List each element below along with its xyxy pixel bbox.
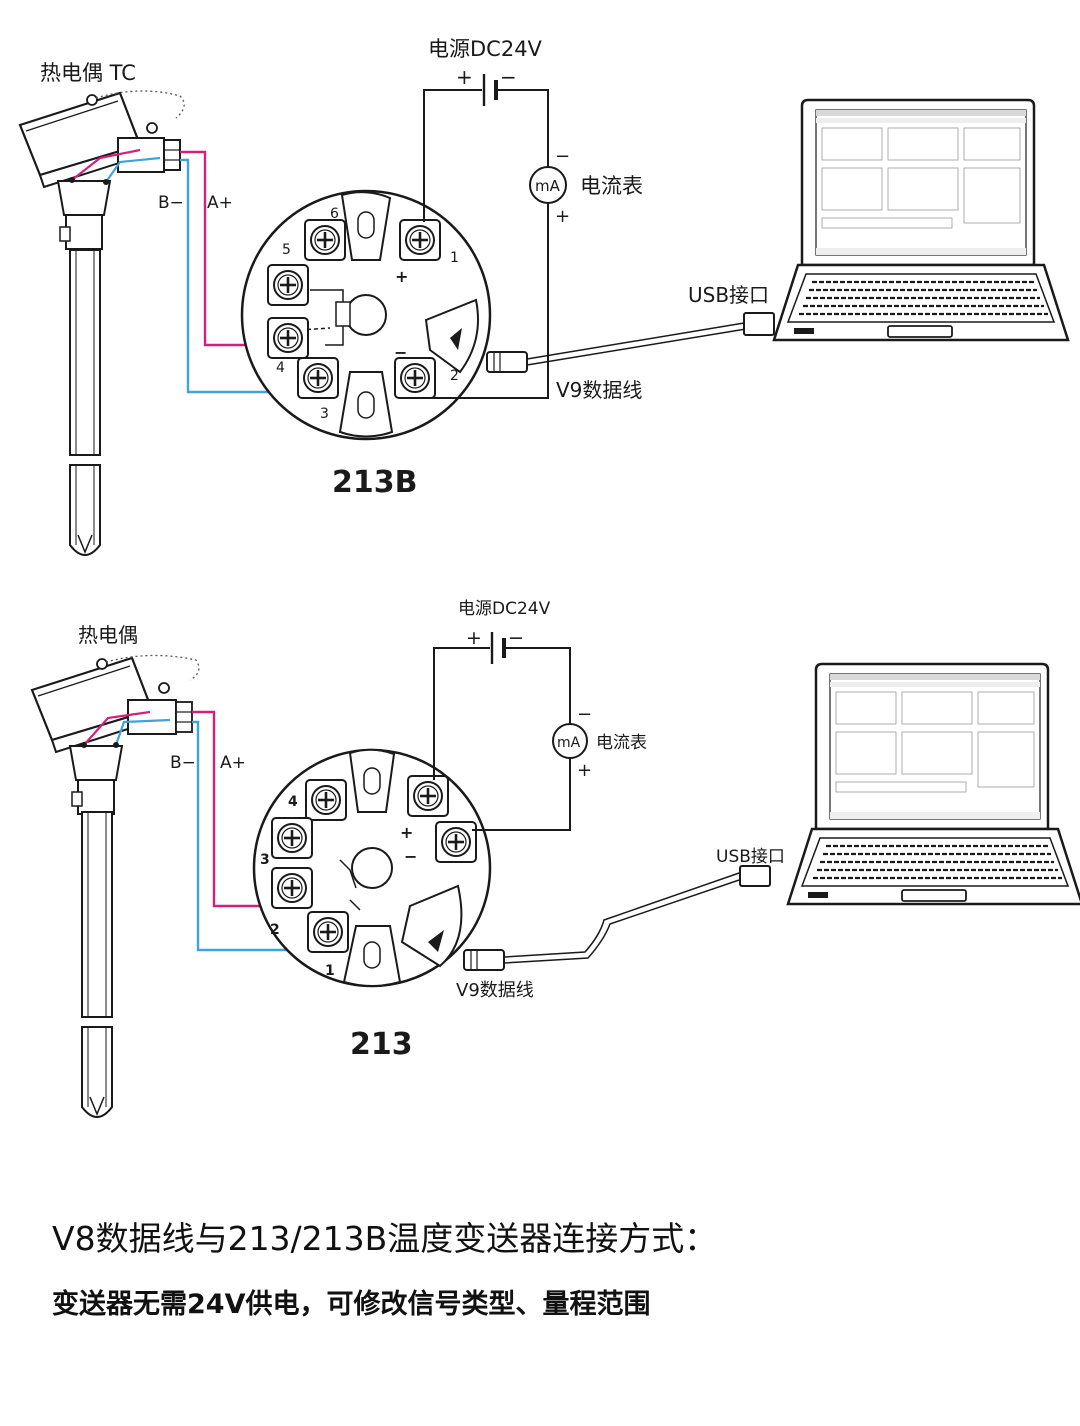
wire-a-plus <box>180 150 270 347</box>
laptop-icon <box>772 98 1070 342</box>
terminal-label-4: 4 <box>288 794 298 810</box>
thermocouple-icon <box>18 90 185 556</box>
battery-icon <box>490 632 506 664</box>
ammeter-icon: mA <box>552 723 588 759</box>
top-power-minus: − <box>500 65 517 89</box>
top-meter-label: 电流表 <box>580 174 643 198</box>
terminal-label-3: 3 <box>320 406 329 422</box>
terminal-plus-sign: + <box>400 823 413 842</box>
bottom-meter-minus: − <box>577 704 592 725</box>
bottom-meter-plus: + <box>577 760 592 781</box>
bottom-wire-a-plus <box>192 710 282 908</box>
top-wire-pos-label: A+ <box>207 193 233 213</box>
usb-plug-icon <box>463 949 505 971</box>
bottom-usb-label: USB接口 <box>716 847 785 867</box>
bottom-sensor-label: 热电偶 <box>78 623 138 647</box>
bottom-power-minus: − <box>508 627 524 649</box>
top-sensor-label: 热电偶 TC <box>40 61 136 85</box>
wire-b-minus <box>180 158 305 394</box>
bottom-wire-pos-label: A+ <box>220 753 246 773</box>
bottom-meter-symbol: mA <box>557 735 581 751</box>
ammeter-icon: mA <box>529 166 567 204</box>
terminal-minus-sign: − <box>394 343 407 362</box>
top-usb-label: USB接口 <box>688 283 769 307</box>
top-meter-plus: + <box>555 206 570 227</box>
terminal-label-2: 2 <box>450 368 459 384</box>
terminal-label-2: 2 <box>270 922 280 938</box>
thermocouple-icon <box>30 654 200 1118</box>
caption-subtitle: 变送器无需24V供电，可修改信号类型、量程范围 <box>52 1289 651 1320</box>
top-diagram: 热电偶 TC B− <box>18 37 1070 556</box>
transmitter-icon: 1 2 3 4 + − <box>252 748 492 988</box>
top-cable-label: V9数据线 <box>556 378 642 402</box>
top-meter-symbol: mA <box>535 177 561 195</box>
bottom-diagram: 热电偶 B− A+ <box>30 599 1080 1118</box>
top-power-label: 电源DC24V <box>428 37 543 61</box>
bottom-wire-b-minus <box>192 720 318 952</box>
terminal-label-4: 4 <box>276 360 285 376</box>
transmitter-icon: 1 2 3 4 5 6 + − <box>240 189 492 441</box>
top-wire-neg-label: B− <box>158 193 184 213</box>
top-power-plus: + <box>456 65 473 89</box>
terminal-minus-sign: − <box>404 847 417 866</box>
bottom-power-label: 电源DC24V <box>458 599 551 619</box>
bottom-meter-label: 电流表 <box>596 733 647 753</box>
terminal-label-5: 5 <box>282 242 291 258</box>
bottom-cable-label: V9数据线 <box>456 980 534 1001</box>
laptop-icon <box>786 662 1080 906</box>
bottom-power-plus: + <box>466 627 482 649</box>
terminal-label-6: 6 <box>330 206 339 222</box>
usb-plug-icon <box>486 351 528 373</box>
terminal-label-1: 1 <box>325 963 335 979</box>
bottom-wire-neg-label: B− <box>170 753 196 773</box>
top-model-label: 213B <box>332 465 418 500</box>
terminal-label-3: 3 <box>260 852 270 868</box>
bottom-model-label: 213 <box>350 1027 413 1062</box>
terminal-label-1: 1 <box>450 250 459 266</box>
caption-title: V8数据线与213/213B温度变送器连接方式： <box>52 1219 718 1258</box>
terminal-plus-sign: + <box>395 267 408 286</box>
top-meter-minus: − <box>555 146 570 167</box>
battery-icon <box>482 74 498 106</box>
